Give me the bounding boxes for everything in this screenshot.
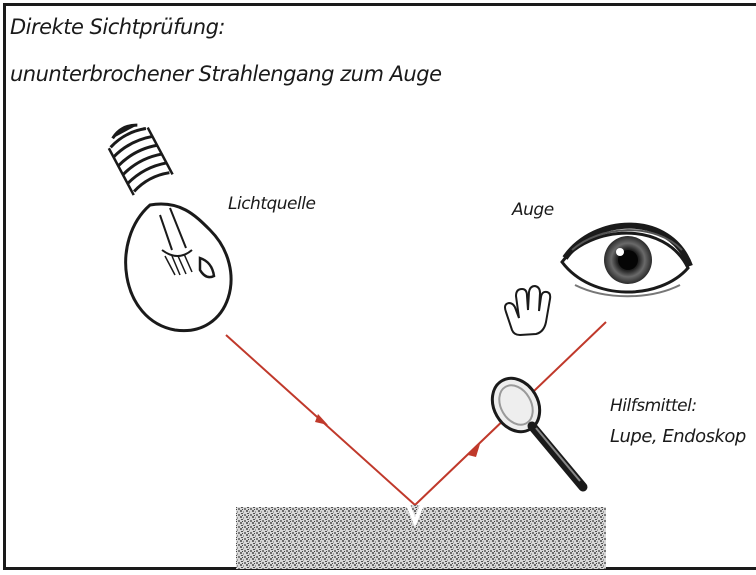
aids-examples-label: Lupe, Endoskop (610, 426, 746, 447)
eye-icon (562, 226, 690, 297)
magnifier-icon (483, 370, 583, 487)
light-bulb-icon (104, 118, 231, 331)
aids-label: Hilfsmittel: (610, 396, 697, 416)
light-ray (226, 322, 606, 505)
inspected-surface (236, 505, 606, 569)
eye-label: Auge (512, 200, 554, 220)
hand-cursor-icon (505, 286, 550, 335)
light-source-label: Lichtquelle (228, 194, 315, 214)
ray-arrow-outgoing (468, 444, 480, 457)
